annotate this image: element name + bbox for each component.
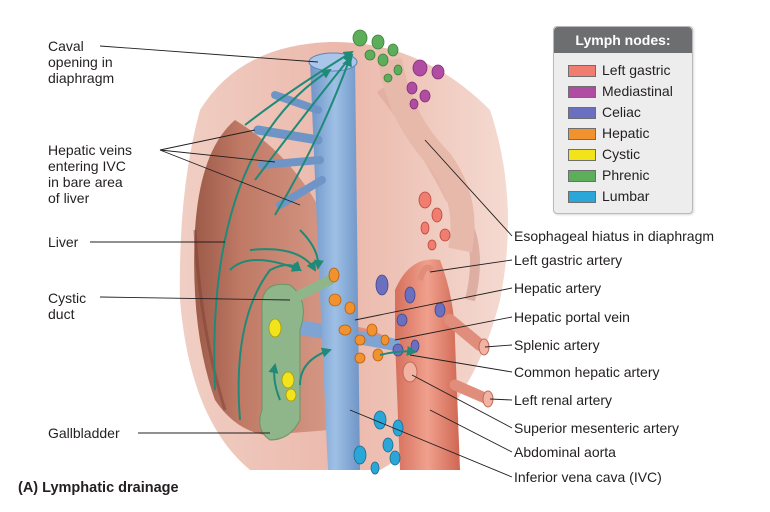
left-renal-artery-vessel (449, 379, 491, 404)
legend-label: Celiac (602, 104, 641, 120)
splenic-artery-vessel (444, 314, 486, 351)
leader-lines (90, 45, 513, 478)
label-hepatic-artery: Hepatic artery (514, 280, 602, 296)
left-gastric-nodes (418, 191, 451, 251)
swatch-phrenic (568, 170, 596, 182)
legend-label: Cystic (602, 146, 641, 162)
label-cystic-duct: Cystic duct (48, 290, 87, 322)
label-abdominal-aorta: Abdominal aorta (514, 444, 616, 460)
figure-caption: (A) Lymphatic drainage (18, 480, 179, 496)
legend-label: Phrenic (602, 167, 650, 183)
label-esophageal-hiatus: Esophageal hiatus in diaphragm (514, 228, 715, 244)
cystic-nodes (268, 318, 297, 402)
label-left-gastric-artery: Left gastric artery (514, 252, 623, 268)
phrenic-nodes (352, 29, 403, 83)
swatch-hepatic (568, 128, 596, 140)
swatch-mediastinal (568, 86, 596, 98)
label-gallbladder: Gallbladder (48, 425, 120, 441)
label-hepatic-portal-vein: Hepatic portal vein (514, 309, 630, 325)
swatch-celiac (568, 107, 596, 119)
label-hepatic-veins: Hepatic veins entering IVC in bare area … (48, 142, 133, 206)
label-left-renal-artery: Left renal artery (514, 392, 613, 408)
hepatic-nodes (328, 267, 390, 364)
legend-label: Mediastinal (602, 83, 673, 99)
label-inferior-vena-cava: Inferior vena cava (IVC) (514, 469, 662, 485)
label-liver: Liver (48, 234, 79, 250)
swatch-cystic (568, 149, 596, 161)
swatch-left-gastric (568, 65, 596, 77)
legend-title: Lymph nodes: (554, 27, 692, 53)
legend-label: Left gastric (602, 62, 671, 78)
legend-label: Lumbar (602, 188, 650, 204)
lymph-flow-arrows (213, 50, 417, 421)
label-caval-opening: Caval opening in diaphragm (48, 38, 115, 86)
esophagus (378, 57, 475, 253)
lumbar-nodes (353, 410, 404, 475)
label-common-hepatic-artery: Common hepatic artery (514, 364, 660, 380)
mediastinal-nodes (406, 59, 445, 110)
cystic-duct-vessel (285, 275, 335, 305)
swatch-lumbar (568, 191, 596, 203)
legend-label: Hepatic (602, 125, 650, 141)
label-splenic-artery: Splenic artery (514, 337, 600, 353)
lymph-node-legend: Lymph nodes: Left gastric Mediastinal Ce… (553, 26, 693, 214)
label-superior-mesenteric-artery: Superior mesenteric artery (514, 420, 679, 436)
